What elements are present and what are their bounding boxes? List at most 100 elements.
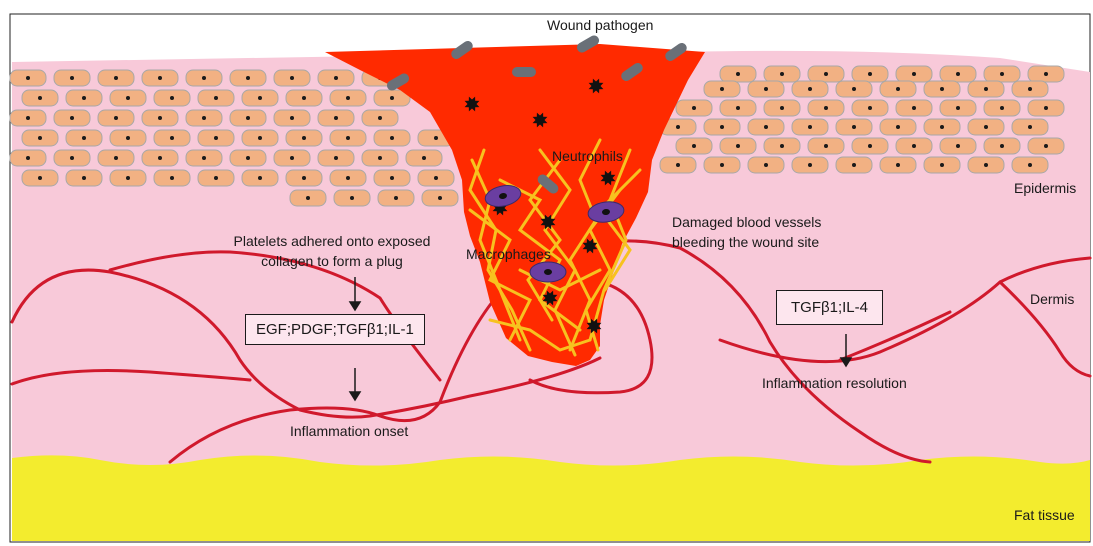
keratinocyte-cell-icon	[290, 190, 326, 206]
keratinocyte-cell-icon	[286, 90, 322, 106]
onset-factors-box: EGF;PDGF;TGFβ1;IL-1	[245, 314, 425, 345]
keratinocyte-cell-icon	[1028, 138, 1064, 154]
keratinocyte-cell-icon	[852, 66, 888, 82]
keratinocyte-cell-icon	[362, 110, 398, 126]
keratinocyte-cell-icon	[330, 90, 366, 106]
pathogen-rod-icon	[512, 67, 536, 77]
keratinocyte-cell-icon	[54, 150, 90, 166]
keratinocyte-cell-icon	[836, 81, 872, 97]
platelets-label: Platelets adhered onto exposed collagen …	[234, 231, 431, 271]
keratinocyte-cell-icon	[230, 110, 266, 126]
keratinocyte-cell-icon	[896, 66, 932, 82]
keratinocyte-cell-icon	[330, 170, 366, 186]
keratinocyte-cell-icon	[186, 70, 222, 86]
keratinocyte-cell-icon	[704, 81, 740, 97]
keratinocyte-cell-icon	[66, 90, 102, 106]
keratinocyte-cell-icon	[1012, 81, 1048, 97]
keratinocyte-cell-icon	[374, 130, 410, 146]
keratinocyte-cell-icon	[720, 138, 756, 154]
keratinocyte-cell-icon	[896, 100, 932, 116]
keratinocyte-cell-icon	[378, 190, 414, 206]
keratinocyte-cell-icon	[66, 170, 102, 186]
keratinocyte-cell-icon	[242, 130, 278, 146]
macrophage-icon	[530, 262, 566, 282]
keratinocyte-cell-icon	[362, 150, 398, 166]
keratinocyte-cell-icon	[704, 119, 740, 135]
keratinocyte-cell-icon	[406, 150, 442, 166]
keratinocyte-cell-icon	[764, 138, 800, 154]
keratinocyte-cell-icon	[154, 130, 190, 146]
keratinocyte-cell-icon	[98, 110, 134, 126]
keratinocyte-cell-icon	[984, 100, 1020, 116]
keratinocyte-cell-icon	[748, 81, 784, 97]
keratinocyte-cell-icon	[142, 150, 178, 166]
keratinocyte-cell-icon	[10, 110, 46, 126]
keratinocyte-cell-icon	[10, 150, 46, 166]
keratinocyte-cell-icon	[66, 130, 102, 146]
keratinocyte-cell-icon	[940, 100, 976, 116]
keratinocyte-cell-icon	[318, 110, 354, 126]
keratinocyte-cell-icon	[836, 157, 872, 173]
keratinocyte-cell-icon	[1028, 66, 1064, 82]
keratinocyte-cell-icon	[836, 119, 872, 135]
keratinocyte-cell-icon	[808, 100, 844, 116]
keratinocyte-cell-icon	[110, 90, 146, 106]
keratinocyte-cell-icon	[186, 150, 222, 166]
keratinocyte-cell-icon	[880, 157, 916, 173]
keratinocyte-cell-icon	[852, 100, 888, 116]
keratinocyte-cell-icon	[22, 170, 58, 186]
keratinocyte-cell-icon	[10, 70, 46, 86]
keratinocyte-cell-icon	[764, 66, 800, 82]
keratinocyte-cell-icon	[154, 170, 190, 186]
keratinocyte-cell-icon	[274, 150, 310, 166]
keratinocyte-cell-icon	[374, 170, 410, 186]
keratinocyte-cell-icon	[924, 119, 960, 135]
keratinocyte-cell-icon	[676, 100, 712, 116]
keratinocyte-cell-icon	[808, 66, 844, 82]
keratinocyte-cell-icon	[142, 70, 178, 86]
keratinocyte-cell-icon	[940, 66, 976, 82]
keratinocyte-cell-icon	[808, 138, 844, 154]
keratinocyte-cell-icon	[764, 100, 800, 116]
keratinocyte-cell-icon	[330, 130, 366, 146]
keratinocyte-cell-icon	[198, 90, 234, 106]
keratinocyte-cell-icon	[880, 119, 916, 135]
keratinocyte-cell-icon	[198, 130, 234, 146]
keratinocyte-cell-icon	[422, 190, 458, 206]
keratinocyte-cell-icon	[968, 157, 1004, 173]
keratinocyte-cell-icon	[792, 81, 828, 97]
keratinocyte-cell-icon	[968, 81, 1004, 97]
keratinocyte-cell-icon	[110, 130, 146, 146]
keratinocyte-cell-icon	[984, 66, 1020, 82]
keratinocyte-cell-icon	[1028, 100, 1064, 116]
keratinocyte-cell-icon	[242, 170, 278, 186]
keratinocyte-cell-icon	[660, 157, 696, 173]
keratinocyte-cell-icon	[286, 130, 322, 146]
keratinocyte-cell-icon	[98, 150, 134, 166]
keratinocyte-cell-icon	[924, 81, 960, 97]
resolution-factors-box: TGFβ1;IL-4	[776, 290, 883, 325]
keratinocyte-cell-icon	[54, 70, 90, 86]
keratinocyte-cell-icon	[418, 170, 454, 186]
keratinocyte-cell-icon	[198, 170, 234, 186]
keratinocyte-cell-icon	[896, 138, 932, 154]
keratinocyte-cell-icon	[676, 138, 712, 154]
keratinocyte-cell-icon	[704, 157, 740, 173]
keratinocyte-cell-icon	[1012, 157, 1048, 173]
keratinocyte-cell-icon	[334, 190, 370, 206]
keratinocyte-cell-icon	[1012, 119, 1048, 135]
keratinocyte-cell-icon	[22, 90, 58, 106]
keratinocyte-cell-icon	[230, 70, 266, 86]
keratinocyte-cell-icon	[286, 170, 322, 186]
dermis-label: Dermis	[1030, 291, 1074, 308]
keratinocyte-cell-icon	[318, 150, 354, 166]
keratinocyte-cell-icon	[924, 157, 960, 173]
damaged-vessels-label: Damaged blood vessels bleeding the wound…	[672, 212, 821, 252]
keratinocyte-cell-icon	[54, 110, 90, 126]
keratinocyte-cell-icon	[274, 70, 310, 86]
inflammation-onset-label: Inflammation onset	[290, 423, 408, 440]
keratinocyte-cell-icon	[852, 138, 888, 154]
keratinocyte-cell-icon	[720, 100, 756, 116]
keratinocyte-cell-icon	[154, 90, 190, 106]
